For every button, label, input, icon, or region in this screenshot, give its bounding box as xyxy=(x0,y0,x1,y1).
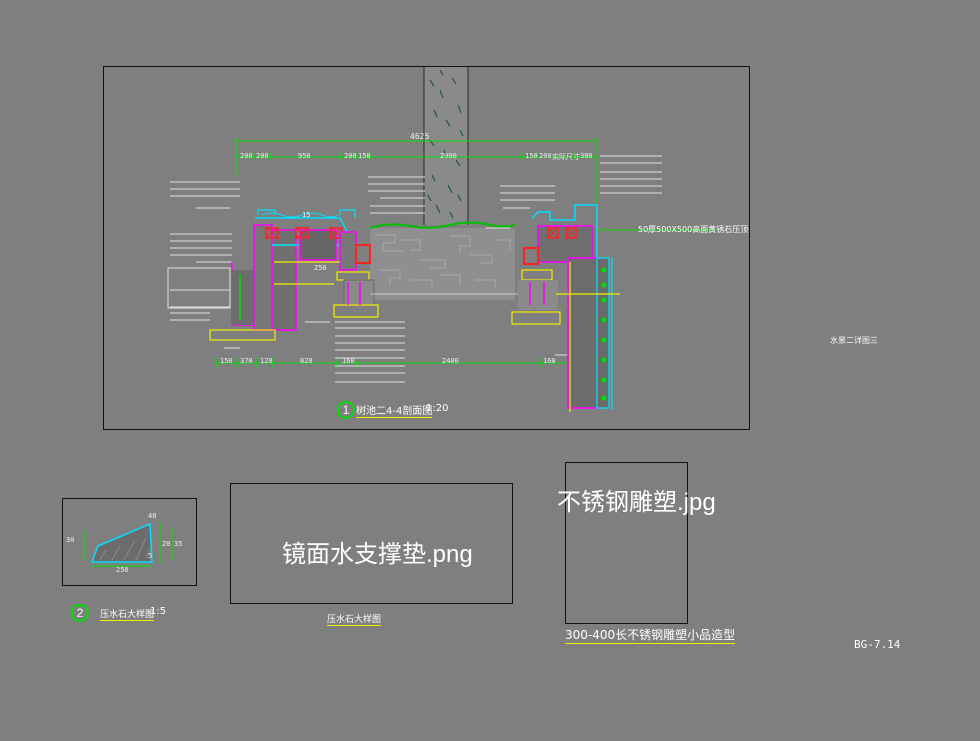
side-reference-note: 水景二详图三 xyxy=(830,336,878,345)
right-material-note: 50厚500X500高面黄锈石压顶 xyxy=(638,225,749,234)
top-dim-10: 300 xyxy=(580,152,593,160)
detail-2-dim-width: 250 xyxy=(116,566,129,574)
leader-notes-left xyxy=(170,181,240,349)
total-dimension: 4625 xyxy=(410,132,430,141)
detail-1-number-badge: 1 xyxy=(337,401,355,419)
detail-2-title: 压水石大样图 xyxy=(100,607,155,621)
left-planter-wall xyxy=(167,209,379,341)
detail-2-number-badge: 2 xyxy=(71,604,89,622)
mid-dimension-2: 250 xyxy=(314,264,327,272)
detail-2-dim-right: 35 xyxy=(174,540,183,548)
top-dim-6: 2000 xyxy=(440,152,457,160)
drawing-number: BG-7.14 xyxy=(854,638,901,651)
sculpture-image-frame xyxy=(565,462,688,624)
sculpture-caption: 300-400长不锈钢雕塑小品造型 xyxy=(565,628,736,644)
bottom-dim-5: 160 xyxy=(342,357,355,365)
mirror-water-image-frame xyxy=(230,483,513,604)
top-dim-3: 950 xyxy=(298,152,311,160)
top-dim-7: 150 xyxy=(525,152,538,160)
top-dim-8: 200 xyxy=(539,152,552,160)
detail-1-scale: 1:20 xyxy=(426,403,449,414)
top-dim-5: 150 xyxy=(358,152,371,160)
pressing-stone-profile xyxy=(83,522,173,567)
top-dim-9: 实际尺寸 xyxy=(552,153,580,161)
bottom-dim-7: 160 xyxy=(543,357,556,365)
bottom-dim-1: 150 xyxy=(220,357,233,365)
top-dim-1: 200 xyxy=(240,152,253,160)
bottom-dim-3: 120 xyxy=(260,357,273,365)
right-planter-wall xyxy=(274,204,720,412)
top-dimension-lines xyxy=(235,137,598,210)
leader-notes-center xyxy=(305,155,662,383)
detail-2-scale: 1:5 xyxy=(150,606,167,617)
bottom-dim-4: 820 xyxy=(300,357,313,365)
tree-trunk xyxy=(423,67,469,225)
tree-pit-soil xyxy=(369,221,516,300)
top-dim-4: 200 xyxy=(344,152,357,160)
detail-2-dim-side: 20 xyxy=(162,540,171,548)
detail-2-frame xyxy=(62,498,197,586)
sculpture-image-filename: 不锈钢雕塑.jpg xyxy=(557,489,716,516)
detail-2-dim-top: 40 xyxy=(148,512,157,520)
mirror-water-image-filename: 镜面水支撑垫.png xyxy=(282,541,473,568)
mirror-water-caption: 压水石大样图 xyxy=(327,612,382,626)
bottom-dim-6: 2400 xyxy=(442,357,459,365)
section-detail-frame xyxy=(103,66,750,430)
detail-1-title: 树池二4-4剖面图 xyxy=(356,402,433,418)
top-dim-2: 200 xyxy=(256,152,269,160)
detail-2-dim-height: 30 xyxy=(66,536,75,544)
bottom-dim-2: 370 xyxy=(240,357,253,365)
detail-2-dim-small: 5 xyxy=(148,552,153,560)
mid-dimension: 15 xyxy=(302,211,311,219)
